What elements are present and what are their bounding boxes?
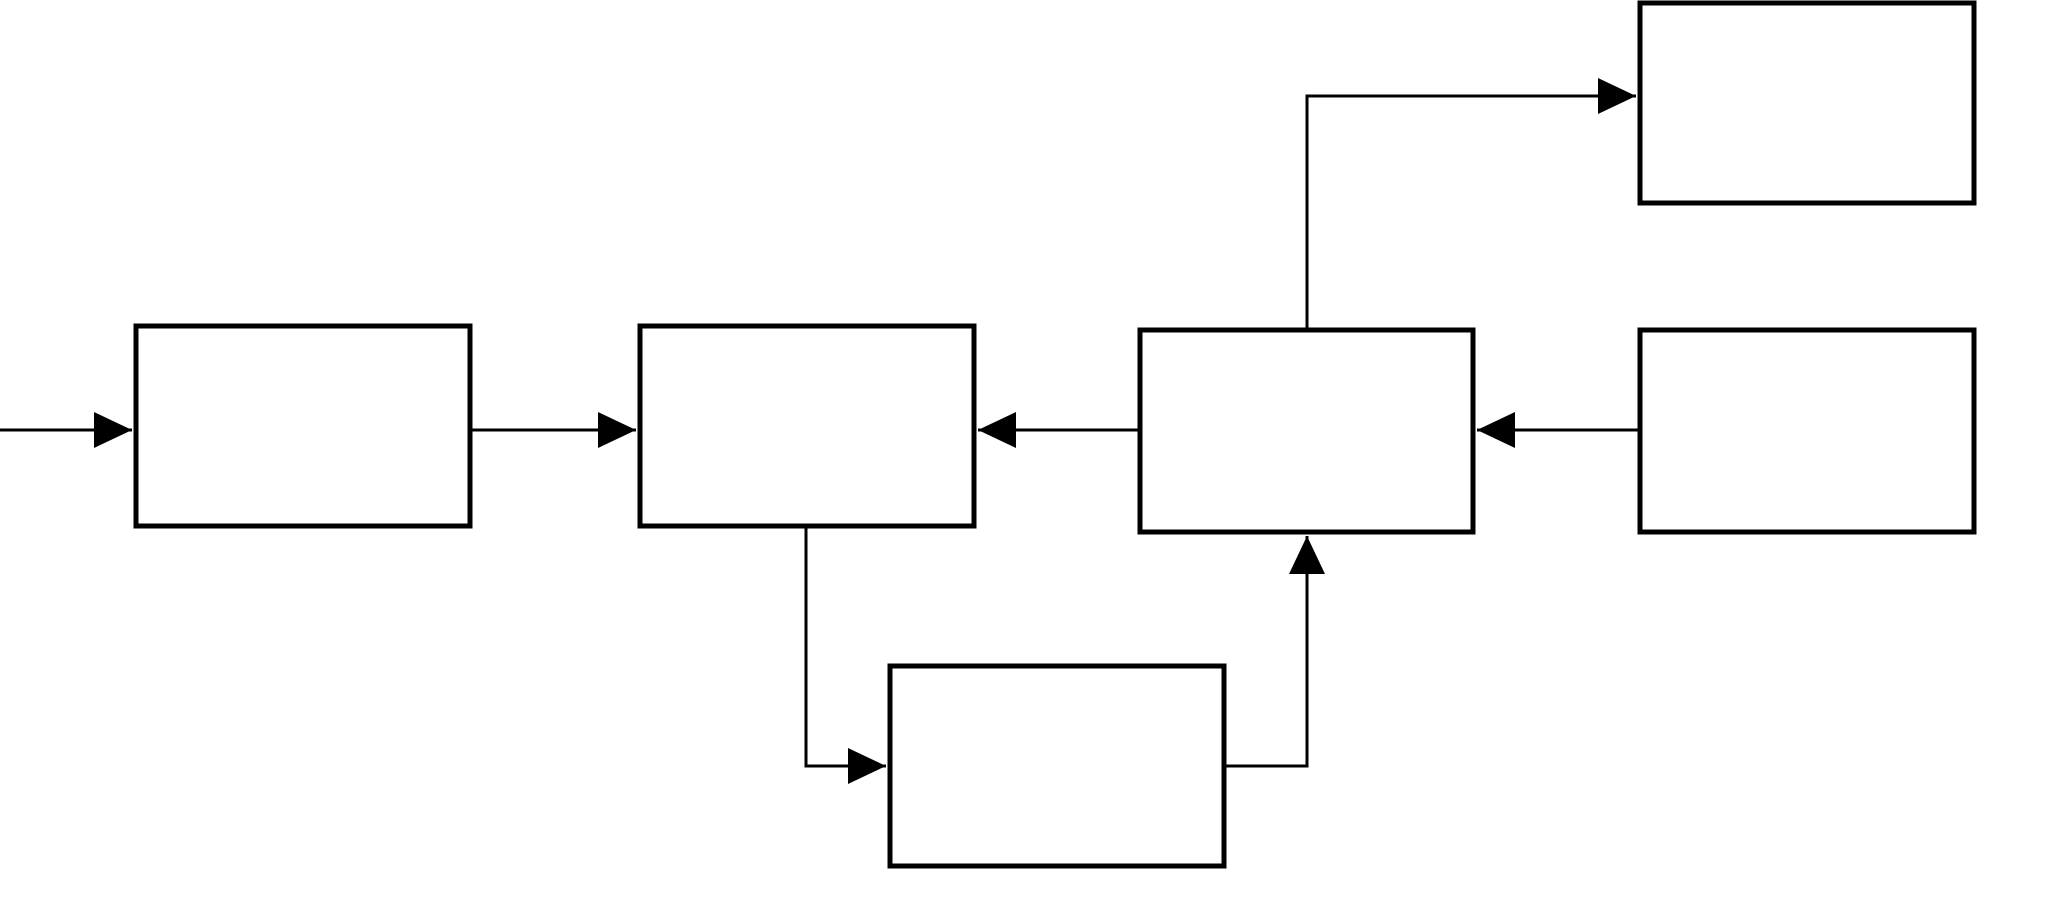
edge-block-3-to-block-2-arrow-icon xyxy=(978,412,1016,448)
edge-block-1-to-block-2-arrow-icon xyxy=(598,412,636,448)
block-3 xyxy=(1137,327,1476,535)
edge-block-2-to-block-6 xyxy=(804,526,886,768)
edge-block-5-to-block-3-arrow-icon xyxy=(1477,412,1515,448)
edge-block-6-to-block-3-arrow-icon xyxy=(1289,536,1325,574)
edge-block-2-to-block-6-arrow-icon xyxy=(848,748,886,784)
blocks-layer xyxy=(133,0,1977,869)
edge-block-3-to-block-4-arrow-icon xyxy=(1598,78,1636,114)
edge-input-to-block-1-arrow-icon xyxy=(94,412,132,448)
edge-block-3-to-block-4 xyxy=(1305,94,1636,330)
block-1 xyxy=(133,323,473,529)
connections-layer xyxy=(0,94,1640,768)
block-2 xyxy=(637,323,977,529)
arrowheads-layer xyxy=(94,78,1636,784)
edge-block-6-to-block-3 xyxy=(1224,536,1309,768)
block-6 xyxy=(887,663,1227,869)
block-5 xyxy=(1637,327,1977,535)
block-4 xyxy=(1637,0,1977,206)
